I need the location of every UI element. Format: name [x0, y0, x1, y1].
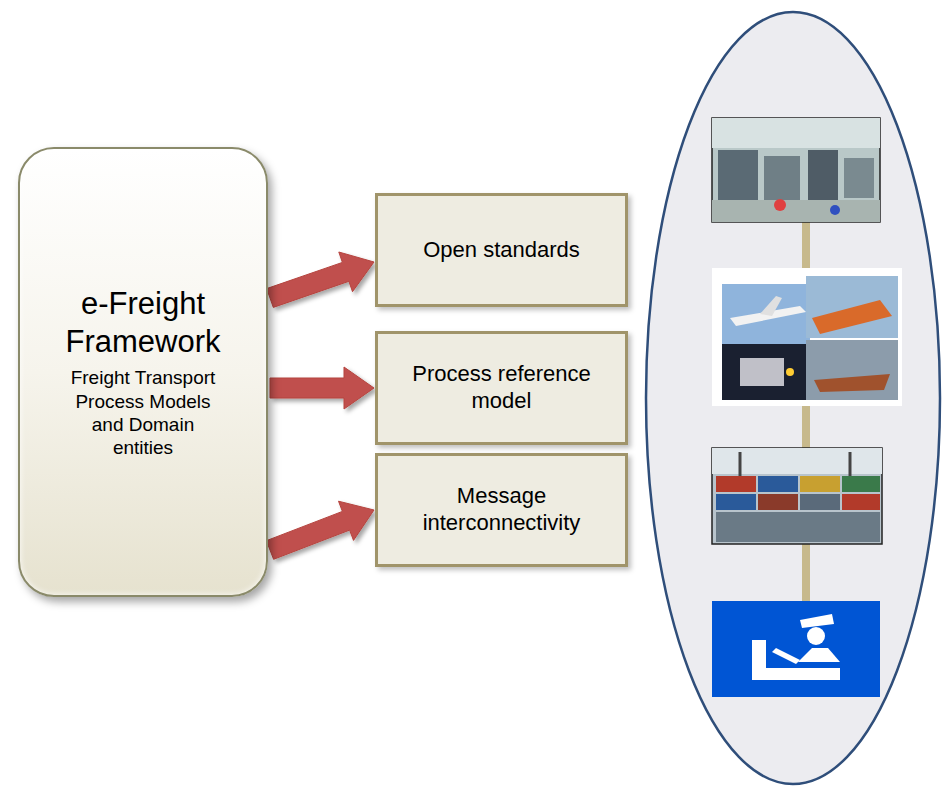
customs-icon [712, 601, 880, 697]
scope-ellipse [646, 12, 940, 784]
block-arrow [267, 252, 374, 307]
framework-box: e-Freight FrameworkFreight Transport Pro… [18, 147, 268, 597]
framework-subtitle: Freight Transport Process Models and Dom… [61, 366, 226, 459]
block-arrow [266, 501, 374, 559]
transport-photo [712, 268, 902, 406]
link-rod [802, 170, 810, 650]
box-label: Message interconnectivity [388, 483, 615, 537]
warehouse-photo [712, 118, 880, 222]
process-box: Message interconnectivity [375, 453, 628, 567]
framework-title: e-Freight Framework [28, 285, 258, 361]
box-label: Process reference model [392, 361, 612, 415]
block-arrow [270, 367, 374, 409]
box-label: Open standards [423, 237, 580, 264]
port-photo [712, 448, 882, 544]
process-box: Process reference model [375, 331, 628, 445]
process-box: Open standards [375, 193, 628, 307]
